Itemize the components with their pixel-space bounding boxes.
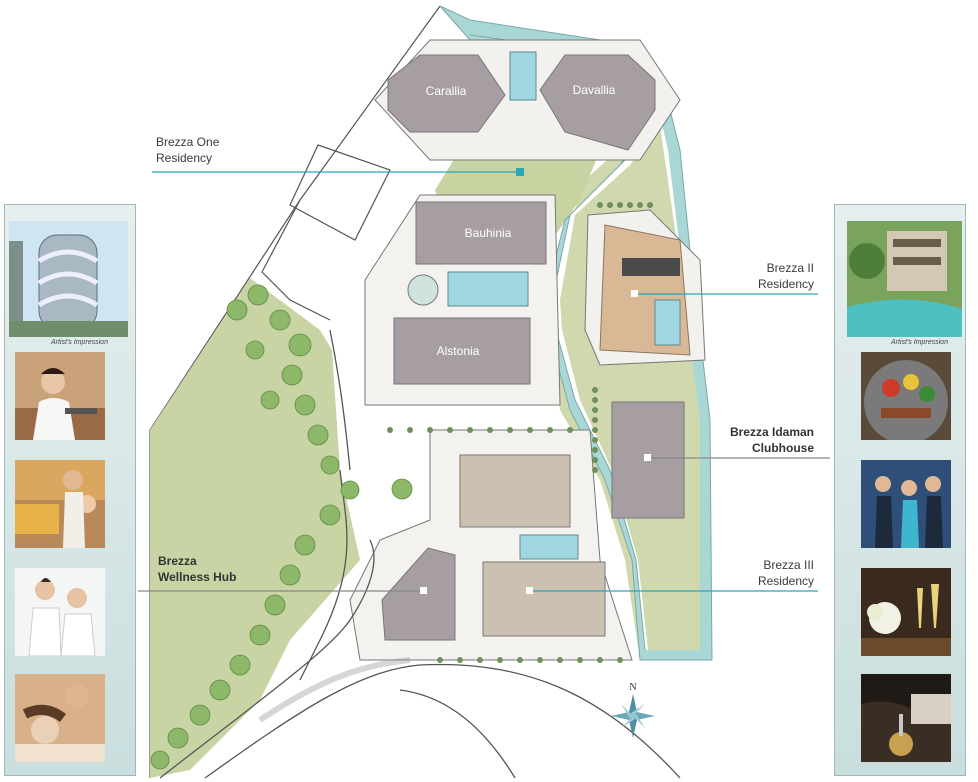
fountain-roundabout [407,274,439,306]
compass-north-label: N [629,682,636,693]
building-alstonia [393,317,531,385]
marker-brezza-iii [526,587,533,594]
compass-rose-icon: N [611,682,655,738]
photo-family-shopping [15,460,105,548]
photo-bbq-grill [861,352,951,440]
left-panel-caption: Artist's Impression [51,339,108,346]
building-brezza-iii-south [482,561,606,637]
building-label-davallia: Davallia [573,83,616,97]
marker-brezza-one [516,168,524,176]
building-bauhinia [415,201,547,265]
photo-medical-staff [15,568,105,656]
marker-wellness [420,587,427,594]
building-label-bauhinia: Bauhinia [465,226,512,240]
right-photo-panel: Artist's Impression [834,204,966,776]
photo-spa-massage [15,674,105,762]
marker-clubhouse [644,454,651,461]
label-brezza-wellness-hub: Brezza Wellness Hub [158,554,237,584]
pool-brezza-ii [654,299,681,346]
photo-champagne-flowers [861,568,951,656]
pool-north [509,51,537,101]
pool-brezza-iii [519,534,579,560]
right-panel-caption: Artist's Impression [891,339,948,346]
label-brezza-iii-residency: Brezza III Residency [757,558,814,588]
pool-central [447,271,529,307]
building-label-carallia: Carallia [426,84,467,98]
callout-markers [420,168,651,594]
photo-waitress-serving [15,352,105,440]
photo-pool-residence [847,221,962,337]
building-davallia [539,54,656,151]
label-brezza-one-residency: Brezza One Residency [156,135,220,165]
building-brezza-iii-north [459,454,571,528]
marker-brezza-ii [631,290,638,297]
building-wellness-hub [381,547,456,641]
photo-concierge-bell [861,674,951,762]
access-roads [159,329,681,779]
label-brezza-ii-residency: Brezza II Residency [757,261,814,291]
building-carallia [387,54,506,133]
left-photo-panel: Artist's Impression [4,204,136,776]
building-label-alstonia: Alstonia [437,344,480,358]
trees [150,284,413,770]
photo-wellness-building [9,221,128,337]
hedge-rows [387,202,653,663]
photo-fitness-class [861,460,951,548]
callout-lines [138,171,830,592]
label-brezza-idaman-clubhouse: Brezza Idaman Clubhouse [729,425,814,455]
